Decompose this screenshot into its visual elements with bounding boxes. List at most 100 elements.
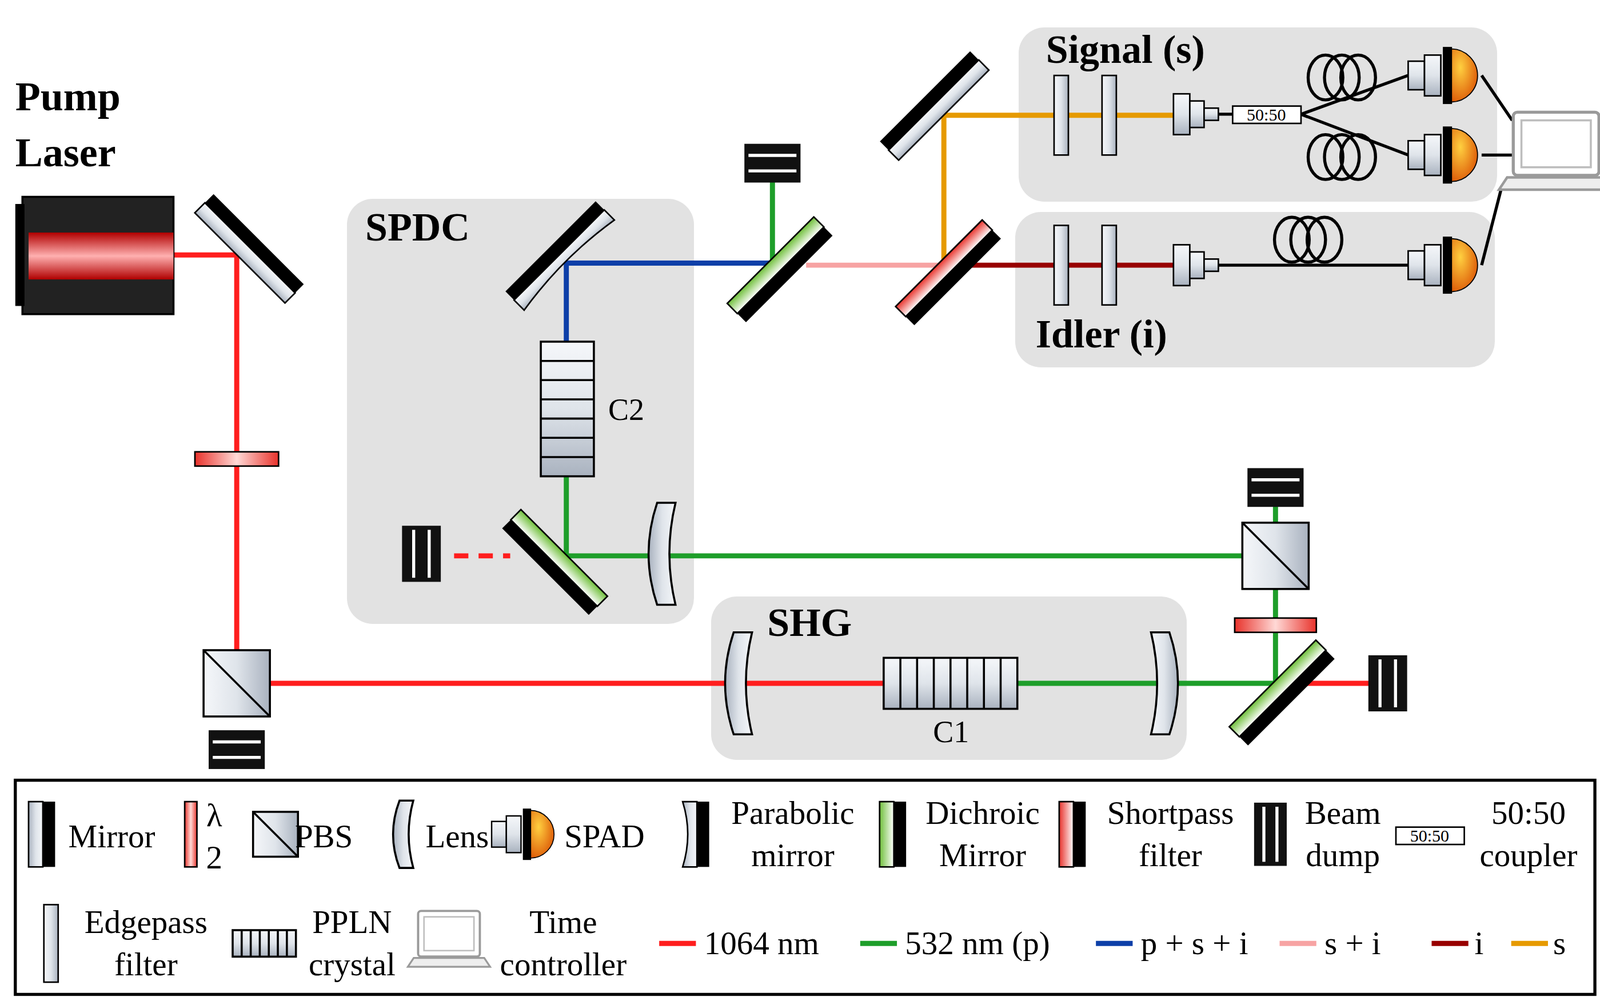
beam-dump	[1247, 468, 1304, 508]
ppln-crystal	[883, 657, 1018, 709]
legend-frame	[15, 780, 1595, 996]
half-wave-plate	[184, 802, 197, 868]
polarizing-beam-splitter	[203, 650, 270, 717]
poling-stripe	[982, 657, 985, 709]
spad-connector	[506, 816, 522, 853]
pbs-cube	[253, 812, 299, 858]
beam-1064	[173, 254, 237, 684]
shortpass-filter	[895, 220, 1001, 326]
ppln-crystal	[540, 341, 594, 477]
spad-detector	[1407, 236, 1478, 294]
filter-face	[511, 509, 608, 607]
poling-stripe	[249, 930, 253, 957]
poling-stripe	[899, 657, 902, 709]
lens	[393, 800, 414, 869]
coupler-part	[1203, 258, 1219, 271]
keyboard	[407, 958, 490, 968]
time-controller	[1498, 112, 1600, 190]
beam-532	[1017, 589, 1276, 684]
legend-line-sample	[1511, 941, 1548, 947]
beam-1064-residual	[453, 553, 510, 559]
poling-stripe	[999, 657, 1003, 709]
laser-body	[22, 197, 174, 315]
group-title: Idler (i)	[1035, 312, 1168, 357]
spad-connector	[1407, 140, 1425, 170]
poling-stripe	[540, 417, 594, 421]
beam-dump	[744, 144, 801, 183]
coupler-part	[1203, 108, 1219, 121]
mirror-backing	[204, 194, 304, 294]
coupler-part	[1173, 93, 1191, 135]
ppln-crystal	[232, 930, 297, 957]
beam-dump	[1368, 655, 1408, 712]
legend-text: Edgepass filter	[84, 901, 208, 987]
mirror-face	[28, 802, 43, 868]
laser-endcap	[15, 204, 25, 307]
legend-text: Beam dump	[1305, 792, 1382, 877]
legend-text: 1064 nm	[704, 922, 820, 965]
spad-detector	[1407, 46, 1478, 105]
lens	[648, 503, 676, 606]
dump-slot	[212, 756, 261, 760]
spad-connector	[1407, 61, 1425, 90]
mirror-face	[888, 60, 989, 161]
poling-stripe	[540, 379, 594, 382]
mirror-backing	[505, 201, 605, 301]
dump-body	[1247, 468, 1304, 508]
fiber	[1481, 185, 1503, 266]
spad-dome	[1450, 128, 1478, 182]
dump-slot	[1262, 807, 1266, 863]
filter-face	[1229, 640, 1326, 737]
lens	[1151, 632, 1179, 736]
dump-body	[1254, 803, 1287, 867]
polarizing-beam-splitter	[1242, 523, 1309, 590]
spad-connector	[1424, 244, 1442, 286]
mirror-face	[682, 802, 697, 868]
pbs-diagonal	[203, 650, 270, 717]
edgepass-filter	[1054, 225, 1069, 306]
coupler-ratio: 50:50	[1246, 104, 1286, 124]
lens	[724, 632, 752, 736]
legend-text: 532 nm (p)	[904, 922, 1050, 965]
coupler-part	[1189, 252, 1204, 279]
mirror	[28, 802, 55, 868]
dump-body	[401, 525, 441, 582]
spad-bar	[1442, 236, 1452, 294]
filter-backing	[501, 520, 598, 616]
filter-backing	[1239, 650, 1335, 746]
legend-text: s	[1553, 922, 1566, 965]
mirror-backing	[696, 802, 709, 868]
fiber-coil	[1341, 54, 1376, 101]
crystal-label: C1	[932, 715, 969, 750]
dump-slot	[1275, 807, 1279, 863]
pbs-cube	[1242, 523, 1309, 590]
dichroic-mirror	[1229, 640, 1335, 746]
dichroic-mirror	[879, 802, 907, 868]
filter-face	[1059, 802, 1074, 868]
half-wave-plate	[1234, 618, 1317, 633]
poling-stripe	[240, 930, 243, 957]
fiber-coil	[1341, 134, 1376, 181]
figure-label: Pump Laser	[15, 69, 121, 181]
poling-stripe	[540, 437, 594, 440]
legend-text: Shortpass filter	[1107, 792, 1235, 877]
illustration-group	[15, 46, 1600, 995]
filter-face	[879, 802, 895, 868]
spad-connector	[1424, 54, 1442, 96]
dump-slot	[1394, 659, 1398, 708]
half-wave-plate	[194, 452, 279, 467]
poling-stripe	[540, 360, 594, 363]
dichroic-mirror	[501, 509, 608, 616]
mirror-backing	[879, 51, 979, 151]
legend-text: Parabolic mirror	[731, 792, 855, 877]
spad-dome	[1450, 49, 1478, 103]
poling-stripe	[285, 930, 289, 957]
poling-stripe	[966, 657, 969, 709]
fiber-coil	[1307, 217, 1343, 263]
screen	[424, 917, 474, 952]
poling-stripe	[540, 398, 594, 401]
group-title: Signal (s)	[1046, 27, 1206, 72]
poling-stripe	[949, 657, 952, 709]
edgepass-filter	[1102, 225, 1117, 306]
